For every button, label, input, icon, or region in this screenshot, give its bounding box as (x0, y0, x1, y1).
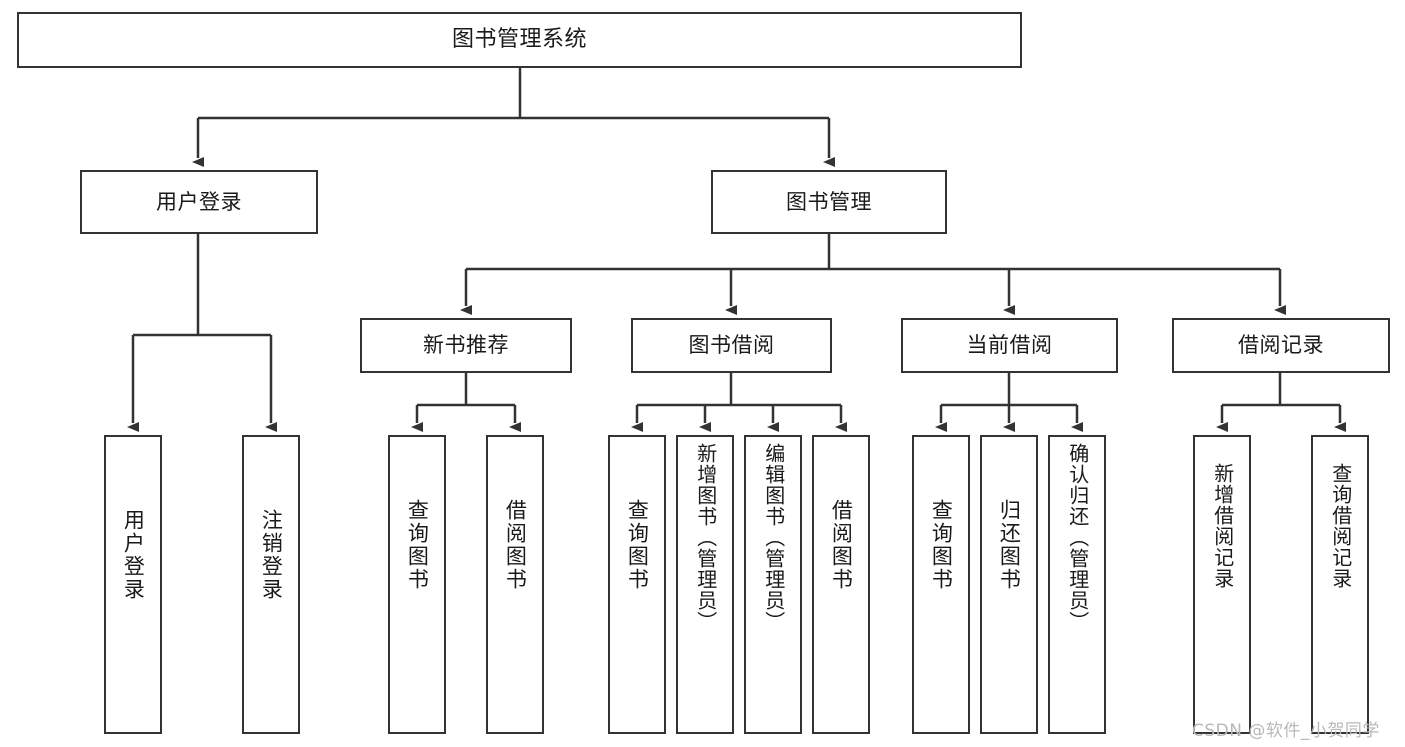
leaf-borrow-query-book[interactable]: 查询图书 (608, 435, 666, 734)
leaf-return-book[interactable]: 归还图书 (980, 435, 1038, 734)
node-book-borrow[interactable]: 图书借阅 (631, 318, 832, 373)
leaf-logout[interactable]: 注销登录 (242, 435, 300, 734)
leaf-user-login[interactable]: 用户登录 (104, 435, 162, 734)
node-new-book-recommend[interactable]: 新书推荐 (360, 318, 572, 373)
node-label: 查询图书 (625, 499, 650, 591)
node-current-borrow[interactable]: 当前借阅 (901, 318, 1118, 373)
node-label: 当前借阅 (966, 333, 1053, 358)
node-label: 确认归还（管理员） (1065, 443, 1090, 632)
node-label: 用户登录 (121, 509, 146, 601)
node-label: 注销登录 (259, 509, 284, 601)
leaf-edit-book-admin[interactable]: 编辑图书（管理员） (744, 435, 802, 734)
node-label: 新增借阅记录 (1210, 463, 1235, 589)
node-label: 借阅记录 (1238, 333, 1324, 358)
node-label: 查询图书 (929, 499, 954, 591)
node-label: 图书管理系统 (451, 27, 587, 53)
node-label: 图书借阅 (688, 333, 775, 358)
node-label: 借阅图书 (503, 499, 528, 591)
node-label: 查询图书 (405, 499, 430, 591)
node-borrow-record[interactable]: 借阅记录 (1172, 318, 1390, 373)
node-label: 借阅图书 (829, 499, 854, 591)
node-label: 编辑图书（管理员） (761, 443, 786, 632)
leaf-add-borrow-record[interactable]: 新增借阅记录 (1193, 435, 1251, 734)
leaf-recommend-query-book[interactable]: 查询图书 (388, 435, 446, 734)
leaf-borrow-book[interactable]: 借阅图书 (812, 435, 870, 734)
leaf-query-borrow-record[interactable]: 查询借阅记录 (1311, 435, 1369, 734)
node-label: 图书管理 (786, 189, 872, 214)
leaf-current-query-book[interactable]: 查询图书 (912, 435, 970, 734)
node-label: 归还图书 (997, 499, 1022, 591)
node-label: 新增图书（管理员） (693, 443, 718, 632)
node-label: 查询借阅记录 (1328, 463, 1353, 589)
leaf-recommend-borrow-book[interactable]: 借阅图书 (486, 435, 544, 734)
node-book-management[interactable]: 图书管理 (711, 170, 947, 234)
leaf-add-book-admin[interactable]: 新增图书（管理员） (676, 435, 734, 734)
node-user-login[interactable]: 用户登录 (80, 170, 318, 234)
node-root-system[interactable]: 图书管理系统 (17, 12, 1022, 68)
leaf-confirm-return-admin[interactable]: 确认归还（管理员） (1048, 435, 1106, 734)
node-label: 用户登录 (156, 189, 242, 214)
node-label: 新书推荐 (423, 333, 509, 358)
watermark-text: CSDN @软件_小贺同学 (1192, 721, 1380, 741)
